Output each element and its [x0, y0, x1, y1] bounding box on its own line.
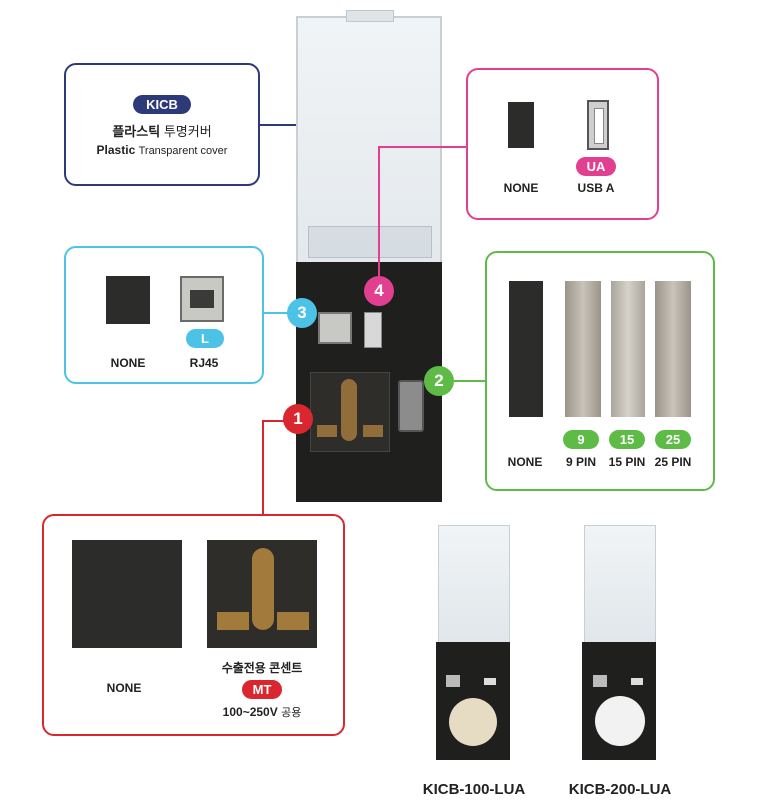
model-100-rj45 [446, 675, 460, 687]
section-1-connector-h [262, 420, 286, 422]
dsub-none-label: NONE [507, 455, 543, 469]
cover-title-kr: 플라스틱 투명커버 [66, 121, 258, 140]
section-4-number: 4 [364, 276, 394, 306]
rj45-image [180, 276, 224, 322]
kicb-badge: KICB [133, 95, 191, 114]
rj45-none-swatch [106, 276, 150, 324]
cover-connector [260, 124, 304, 126]
section-3-number: 3 [287, 298, 317, 328]
dsub-9-label: 9 PIN [565, 455, 596, 469]
usb-none-label: NONE [503, 181, 539, 195]
outlet-mt-badge: MT [242, 680, 282, 699]
cover-callout: KICB 플라스틱 투명커버 Plastic Transparent cover [64, 63, 260, 186]
outlet-contact-right [363, 425, 383, 437]
dsub-25-image [655, 281, 691, 417]
model-100-cover [438, 525, 510, 647]
dsub-9-image [565, 281, 601, 417]
usb-a-image [587, 100, 609, 150]
section-1-box: NONE 수출전용 콘센트 MT 100~250V 공용 [42, 514, 345, 736]
cover-top-tab [346, 10, 394, 22]
section-2-box: 9 15 25 NONE 9 PIN 15 PIN 25 PIN [485, 251, 715, 491]
dsub-none-swatch [509, 281, 543, 417]
section-4-connector-v [378, 146, 380, 278]
outlet-contact-left [317, 425, 337, 437]
section-2-number: 2 [424, 366, 454, 396]
rj45-port [318, 312, 352, 344]
mt-contact-left [217, 612, 249, 630]
outlet-mt-desc: 100~250V 공용 [192, 704, 332, 720]
model-200-outlet [595, 696, 645, 746]
outlet-mt-title: 수출전용 콘센트 [221, 661, 303, 675]
cover-title-en: Plastic Transparent cover [66, 143, 258, 157]
model-100-outlet [449, 698, 497, 746]
model-200-usb [631, 678, 643, 685]
dsub-25-badge: 25 [655, 430, 691, 449]
section-1-number: 1 [283, 404, 313, 434]
section-3-box: L NONE RJ45 [64, 246, 264, 384]
rj45-label: RJ45 [189, 356, 219, 370]
usb-a-label: USB A [577, 181, 615, 195]
section-4-connector [378, 146, 466, 148]
model-200-rj45 [593, 675, 607, 687]
outlet-module [310, 372, 390, 452]
model-100-usb [484, 678, 496, 685]
model-100-label: KICB-100-LUA [422, 781, 526, 798]
dsub-15-badge: 15 [609, 430, 645, 449]
rj45-jack [190, 290, 214, 308]
outlet-mt-desc-rest: 공용 [281, 707, 302, 719]
usb-a-badge: UA [576, 157, 616, 176]
usb-a-slot [594, 108, 604, 144]
cover-title-en-bold: Plastic [96, 143, 136, 157]
usb-none-swatch [508, 102, 534, 148]
outlet-none-swatch [72, 540, 182, 648]
usb-port [364, 312, 382, 348]
dsub-9-badge: 9 [563, 430, 599, 449]
dsub-15-label: 15 PIN [608, 455, 646, 469]
cover-title-kr-bold: 플라스틱 [112, 124, 161, 139]
cover-title-en-rest: Transparent cover [138, 145, 228, 157]
section-2-connector [454, 380, 485, 382]
cover-hinge [308, 226, 432, 258]
outlet-contact [341, 379, 357, 441]
model-200-label: KICB-200-LUA [568, 781, 672, 798]
section-3-connector [264, 312, 288, 314]
section-1-connector-v [262, 420, 264, 516]
outlet-mt-desc-bold: 100~250V [222, 705, 278, 719]
dsub-25-label: 25 PIN [654, 455, 692, 469]
model-200-cover [584, 525, 656, 647]
rj45-badge: L [186, 329, 224, 348]
mt-contact-top [252, 548, 274, 630]
dsub-15-image [611, 281, 645, 417]
mt-contact-right [277, 612, 309, 630]
dsub-port [398, 380, 424, 432]
rj45-none-label: NONE [110, 356, 146, 370]
outlet-none-label: NONE [106, 681, 142, 695]
cover-title-kr-rest: 투명커버 [163, 124, 212, 139]
section-4-box: UA NONE USB A [466, 68, 659, 220]
outlet-mt-image [207, 540, 317, 648]
